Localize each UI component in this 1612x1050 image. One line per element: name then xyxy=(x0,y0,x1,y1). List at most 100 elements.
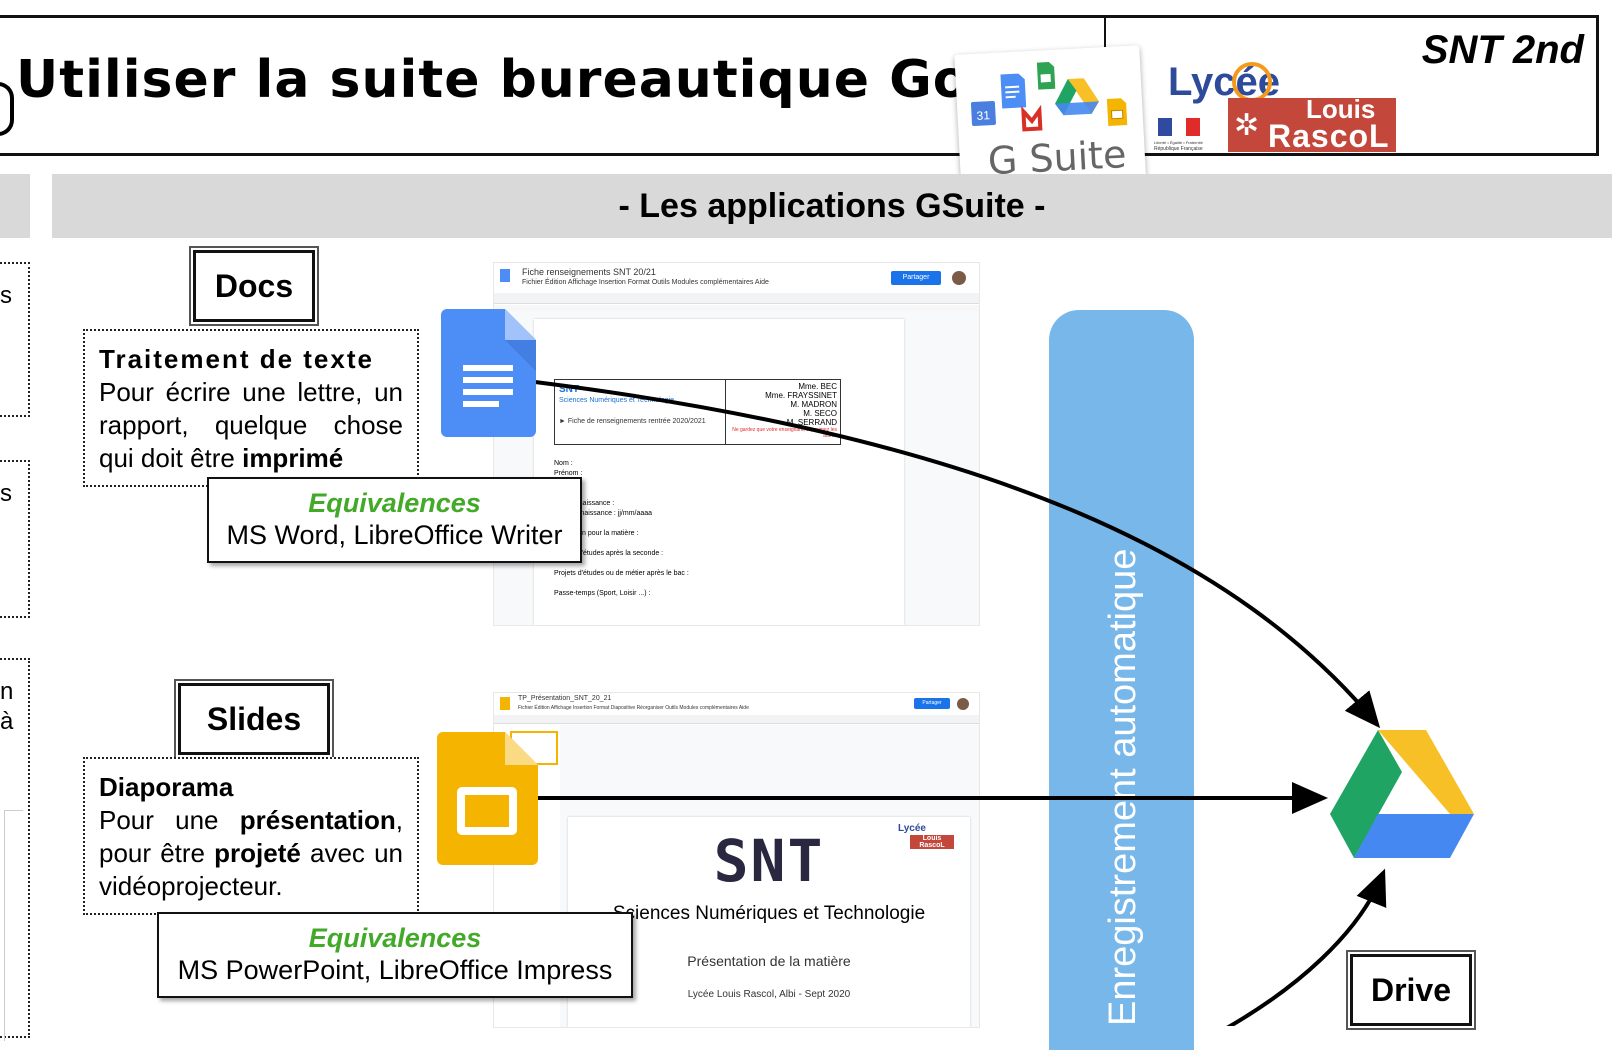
docs-field: Nom : xyxy=(554,460,573,467)
docs-field: Projets d'études ou de métier après le b… xyxy=(554,570,689,577)
docs-share-button: Partager xyxy=(891,271,941,285)
drive-icon xyxy=(1330,730,1474,860)
docs-doc-title: Fiche renseignements SNT 20/21 xyxy=(522,267,656,277)
gsuite-logo: 31 G Suite xyxy=(954,45,1147,199)
docs-teacher: M. SERRAND xyxy=(786,418,837,427)
left-cut-text-3: n xyxy=(0,678,14,705)
slides-toolbar xyxy=(494,715,979,724)
docs-ruler xyxy=(494,305,979,311)
docs-avatar xyxy=(952,271,966,285)
docs-field: Passe-temps (Sport, Loisir ...) : xyxy=(554,590,651,597)
republic-name: République Française xyxy=(1154,146,1203,152)
docs-tag: Docs xyxy=(193,250,315,322)
slides-lycee-mini-rascol: RascoL xyxy=(919,842,945,849)
slides-description-text: Pour une présentation, pour être projeté… xyxy=(99,804,403,903)
slides-tag: Slides xyxy=(178,683,330,755)
docs-header-item: ► Fiche de renseignements rentrée 2020/2… xyxy=(559,418,706,425)
slides-avatar xyxy=(957,698,969,710)
docs-toolbar xyxy=(494,293,979,304)
left-column-bar xyxy=(0,174,30,238)
slides-equiv-label: Equivalences xyxy=(308,923,482,953)
slides-share-button: Partager xyxy=(914,698,950,709)
docs-teacher: M. SECO xyxy=(803,409,837,418)
slides-description: Diaporama Pour une présentation, pour êt… xyxy=(83,757,419,915)
autosave-bar xyxy=(1049,310,1194,1050)
docs-teacher: Mme. BEC xyxy=(798,382,837,391)
lycee-logo-banner: ✲ Louis RascoL xyxy=(1228,94,1396,154)
left-cut-box-2: s xyxy=(0,460,30,618)
slides-desc-part: , pour être xyxy=(99,805,403,868)
slides-footer: Lycée Louis Rascol, Albi - Sept 2020 xyxy=(687,989,851,1000)
left-cut-text-1: s xyxy=(0,282,12,309)
left-cut-box-1: s xyxy=(0,262,30,417)
docs-field: Prénom : xyxy=(554,470,583,477)
page-title: Utiliser la suite bureautique Google xyxy=(16,50,1100,110)
slides-menu: Fichier Édition Affichage Insertion Form… xyxy=(518,705,749,711)
docs-arrow xyxy=(534,380,1381,729)
docs-equivalences: Equivalences MS Word, LibreOffice Writer xyxy=(207,477,582,563)
docs-desc-text: Pour écrire une lettre, un rapport, quel… xyxy=(99,377,403,473)
slides-lycee-mini-word: Lycée xyxy=(898,823,926,834)
class-label: SNT 2nd xyxy=(1421,28,1584,72)
lycee-logo-rascol: RascoL xyxy=(1268,118,1390,154)
docs-note: Ne gardez que votre enseignant, supprime… xyxy=(732,427,837,439)
autosave-label: Enregistrement automatique xyxy=(1102,549,1144,1026)
docs-teacher: Mme. FRAYSSINET xyxy=(765,391,837,400)
docs-field: Projets d'études après la seconde : xyxy=(554,550,664,557)
docs-field: Ville de naissance : xyxy=(554,500,615,507)
section-bar xyxy=(52,174,1612,238)
republic-tagline: Liberté • Égalité • Fraternité xyxy=(1154,140,1203,145)
slides-lycee-mini-logo: Lycée Louis RascoL xyxy=(890,823,956,853)
slides-desc-part: Pour une xyxy=(99,805,240,835)
docs-screenshot: Fiche renseignements SNT 20/21 Fichier É… xyxy=(493,262,980,626)
docs-teacher: M. MADRON xyxy=(790,400,837,409)
docs-menu: Fichier Édition Affichage Insertion Form… xyxy=(522,279,769,286)
svg-text:31: 31 xyxy=(976,108,990,123)
left-cut-text-4: à xyxy=(0,708,14,735)
lycee-logo: Lycée Liberté • Égalité • Fraternité Rép… xyxy=(1150,60,1420,158)
docs-header-table: SNT Sciences Numériques et Technologie ►… xyxy=(554,379,841,445)
slides-desc-part: avec un vidéoprojecteur. xyxy=(99,838,403,901)
flow-arrows xyxy=(534,380,1387,1026)
slides-subject: Sciences Numériques et Technologie xyxy=(612,903,926,924)
slides-equivalences: Equivalences MS PowerPoint, LibreOffice … xyxy=(157,912,633,998)
docs-equiv-label: Equivalences xyxy=(308,488,481,518)
docs-field: Motivation pour la matière : xyxy=(554,530,639,537)
slides-category: Diaporama xyxy=(99,772,234,802)
docs-category: Traitement de texte xyxy=(99,344,374,374)
slides-icon xyxy=(437,732,538,865)
docs-description: Traitement de texte Pour écrire une lett… xyxy=(83,329,419,487)
slides-doc-title: TP_Présentation_SNT_20_21 xyxy=(518,695,612,702)
slides-desc-bold: projeté xyxy=(214,838,301,868)
slides-mini-icon xyxy=(500,697,510,710)
lycee-logo-louis: Louis xyxy=(1306,94,1376,124)
slides-lycee-mini-banner: Louis RascoL xyxy=(910,835,954,849)
docs-description-text: Pour écrire une lettre, un rapport, quel… xyxy=(99,376,403,475)
docs-field: Date de naissance : jj/mm/aaaa xyxy=(554,510,653,517)
header-frame xyxy=(0,15,1599,156)
section-title: - Les applications GSuite - xyxy=(618,187,1046,225)
slides-desc-bold: présentation xyxy=(239,805,396,835)
left-cut-text-2: s xyxy=(0,480,12,507)
docs-header-snt: SNT xyxy=(559,384,579,395)
docs-page: SNT Sciences Numériques et Technologie ►… xyxy=(534,319,904,625)
docs-mini-icon xyxy=(500,269,510,282)
slides-equiv-text: MS PowerPoint, LibreOffice Impress xyxy=(177,955,613,985)
docs-desc-bold: imprimé xyxy=(242,443,344,473)
docs-header-subject: Sciences Numériques et Technologie xyxy=(559,397,675,404)
gsuite-icons: 31 xyxy=(970,62,1128,132)
slides-snt-logo: SNT xyxy=(713,827,825,895)
drive-tag: Drive xyxy=(1350,954,1472,1026)
slides-subtitle: Présentation de la matière xyxy=(687,953,851,969)
left-cut-box-3: n à xyxy=(0,658,30,1041)
left-cut-image-edge xyxy=(4,810,23,1041)
autosave-label-wrap: Enregistrement automatique xyxy=(1049,310,1194,1026)
lycee-logo-cross: ✲ xyxy=(1234,109,1260,142)
slides-lycee-mini-louis: Louis xyxy=(922,835,942,842)
drive-lower-arrow xyxy=(1226,868,1387,1026)
slides-slide: SNT Lycée Louis RascoL Sciences Numériqu… xyxy=(568,817,970,1027)
docs-teachers: Mme. BEC Mme. FRAYSSINET M. MADRON M. SE… xyxy=(727,382,837,439)
republic-emblem: Liberté • Égalité • Fraternité Républiqu… xyxy=(1154,112,1214,152)
docs-equiv-text: MS Word, LibreOffice Writer xyxy=(226,520,563,550)
docs-icon xyxy=(441,309,536,437)
